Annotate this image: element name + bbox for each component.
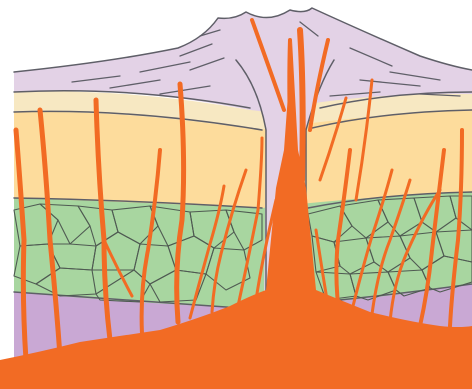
magma-dike [300,30,303,180]
